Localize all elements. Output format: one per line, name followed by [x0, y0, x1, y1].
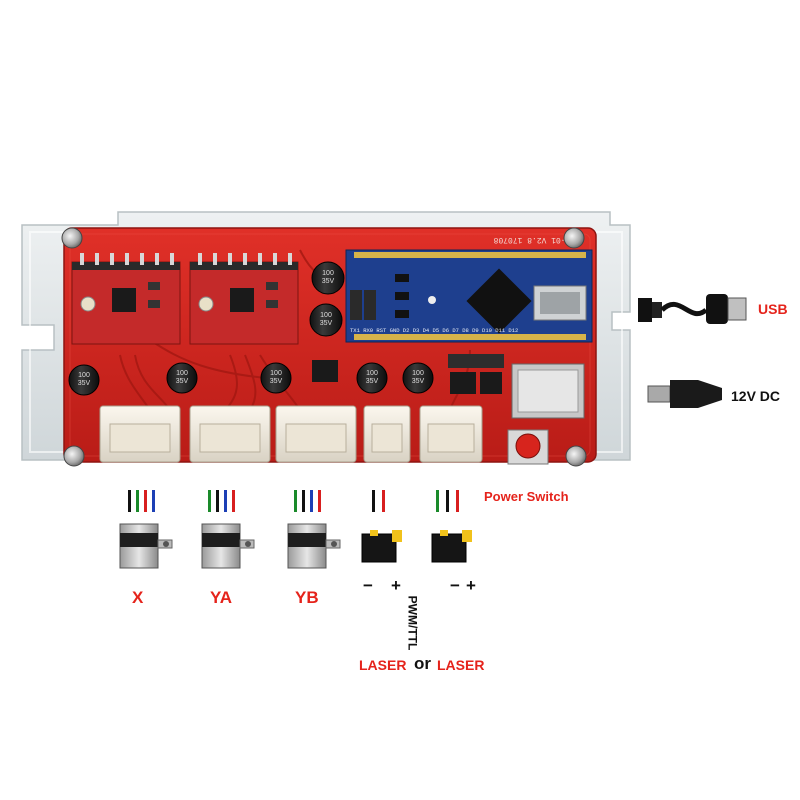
capacitor-bottom-5: 100 35V	[402, 362, 434, 394]
svg-text:100: 100	[176, 370, 188, 377]
board-silkscreen: CNC-01 V2.8 170708	[493, 235, 580, 244]
pwm-ttl-label: PWM/TTL	[405, 595, 420, 651]
laser2-label: LASER	[437, 657, 485, 673]
capacitor-top-2: 100 35V	[309, 303, 343, 337]
capacitor-bottom-1: 100 35V	[68, 364, 100, 396]
svg-text:100: 100	[78, 372, 90, 379]
nano-header-pins	[354, 252, 586, 340]
stepper-motor-x-icon	[119, 523, 173, 569]
svg-text:100: 100	[320, 312, 332, 319]
dc-barrel-jack	[511, 363, 585, 419]
usb-cable-icon	[638, 294, 747, 324]
laser-module-2-icon	[431, 530, 472, 563]
svg-text:35V: 35V	[320, 320, 333, 327]
usb-label: USB	[758, 301, 788, 317]
laser2-plus-sign: +	[466, 576, 476, 595]
dc-plug-icon	[647, 380, 722, 408]
connector-yb	[275, 405, 357, 463]
or-label: or	[414, 654, 431, 673]
power-switch-button[interactable]	[507, 429, 549, 465]
capacitor-bottom-4: 100 35V	[356, 362, 388, 394]
svg-text:100: 100	[366, 370, 378, 377]
connector-laser-2	[419, 405, 483, 463]
arduino-nano-board: TX1 RX0 RST GND D2 D3 D4 D5 D6 D7 D8 D9 …	[345, 249, 593, 343]
laser1-plus-sign: +	[391, 576, 401, 595]
svg-text:35V: 35V	[322, 278, 335, 285]
capacitor-bottom-3: 100 35V	[260, 362, 292, 394]
svg-text:100: 100	[322, 270, 334, 277]
svg-text:100: 100	[270, 370, 282, 377]
capacitor-top-1: 100 35V	[311, 261, 345, 295]
wire-colors-yb	[294, 490, 321, 512]
stepper-driver-y	[189, 253, 299, 345]
connector-x	[99, 405, 181, 463]
dc-power-label: 12V DC	[731, 388, 781, 404]
svg-text:35V: 35V	[176, 378, 189, 385]
motor-label-x: X	[132, 588, 144, 607]
motor-label-yb: YB	[295, 588, 319, 607]
wire-colors-x	[128, 490, 155, 512]
wire-colors-laser-1	[372, 490, 385, 512]
svg-text:TX1 RX0 RST GND D2 D3 D4 D5 D6: TX1 RX0 RST GND D2 D3 D4 D5 D6 D7 D8 D9 …	[350, 327, 518, 334]
capacitor-bottom-2: 100 35V	[166, 362, 198, 394]
laser1-label: LASER	[359, 657, 407, 673]
connector-laser-1	[363, 405, 411, 463]
mounting-screws	[61, 227, 587, 467]
small-ics	[312, 354, 504, 394]
motor-label-ya: YA	[210, 588, 233, 607]
stepper-driver-x	[71, 253, 181, 345]
svg-text:35V: 35V	[412, 378, 425, 385]
svg-text:35V: 35V	[78, 380, 91, 387]
svg-text:35V: 35V	[270, 378, 283, 385]
wire-colors-laser-2	[436, 490, 459, 512]
laser-module-1-icon	[361, 530, 402, 563]
stepper-motor-ya-icon	[201, 523, 255, 569]
svg-text:35V: 35V	[366, 378, 379, 385]
connector-ya	[189, 405, 271, 463]
wire-colors-ya	[208, 490, 235, 512]
svg-text:100: 100	[412, 370, 424, 377]
stepper-motor-yb-icon	[287, 523, 341, 569]
power-switch-label: Power Switch	[484, 489, 569, 504]
laser1-minus-sign: −	[363, 576, 373, 595]
laser2-minus-sign: −	[450, 576, 460, 595]
